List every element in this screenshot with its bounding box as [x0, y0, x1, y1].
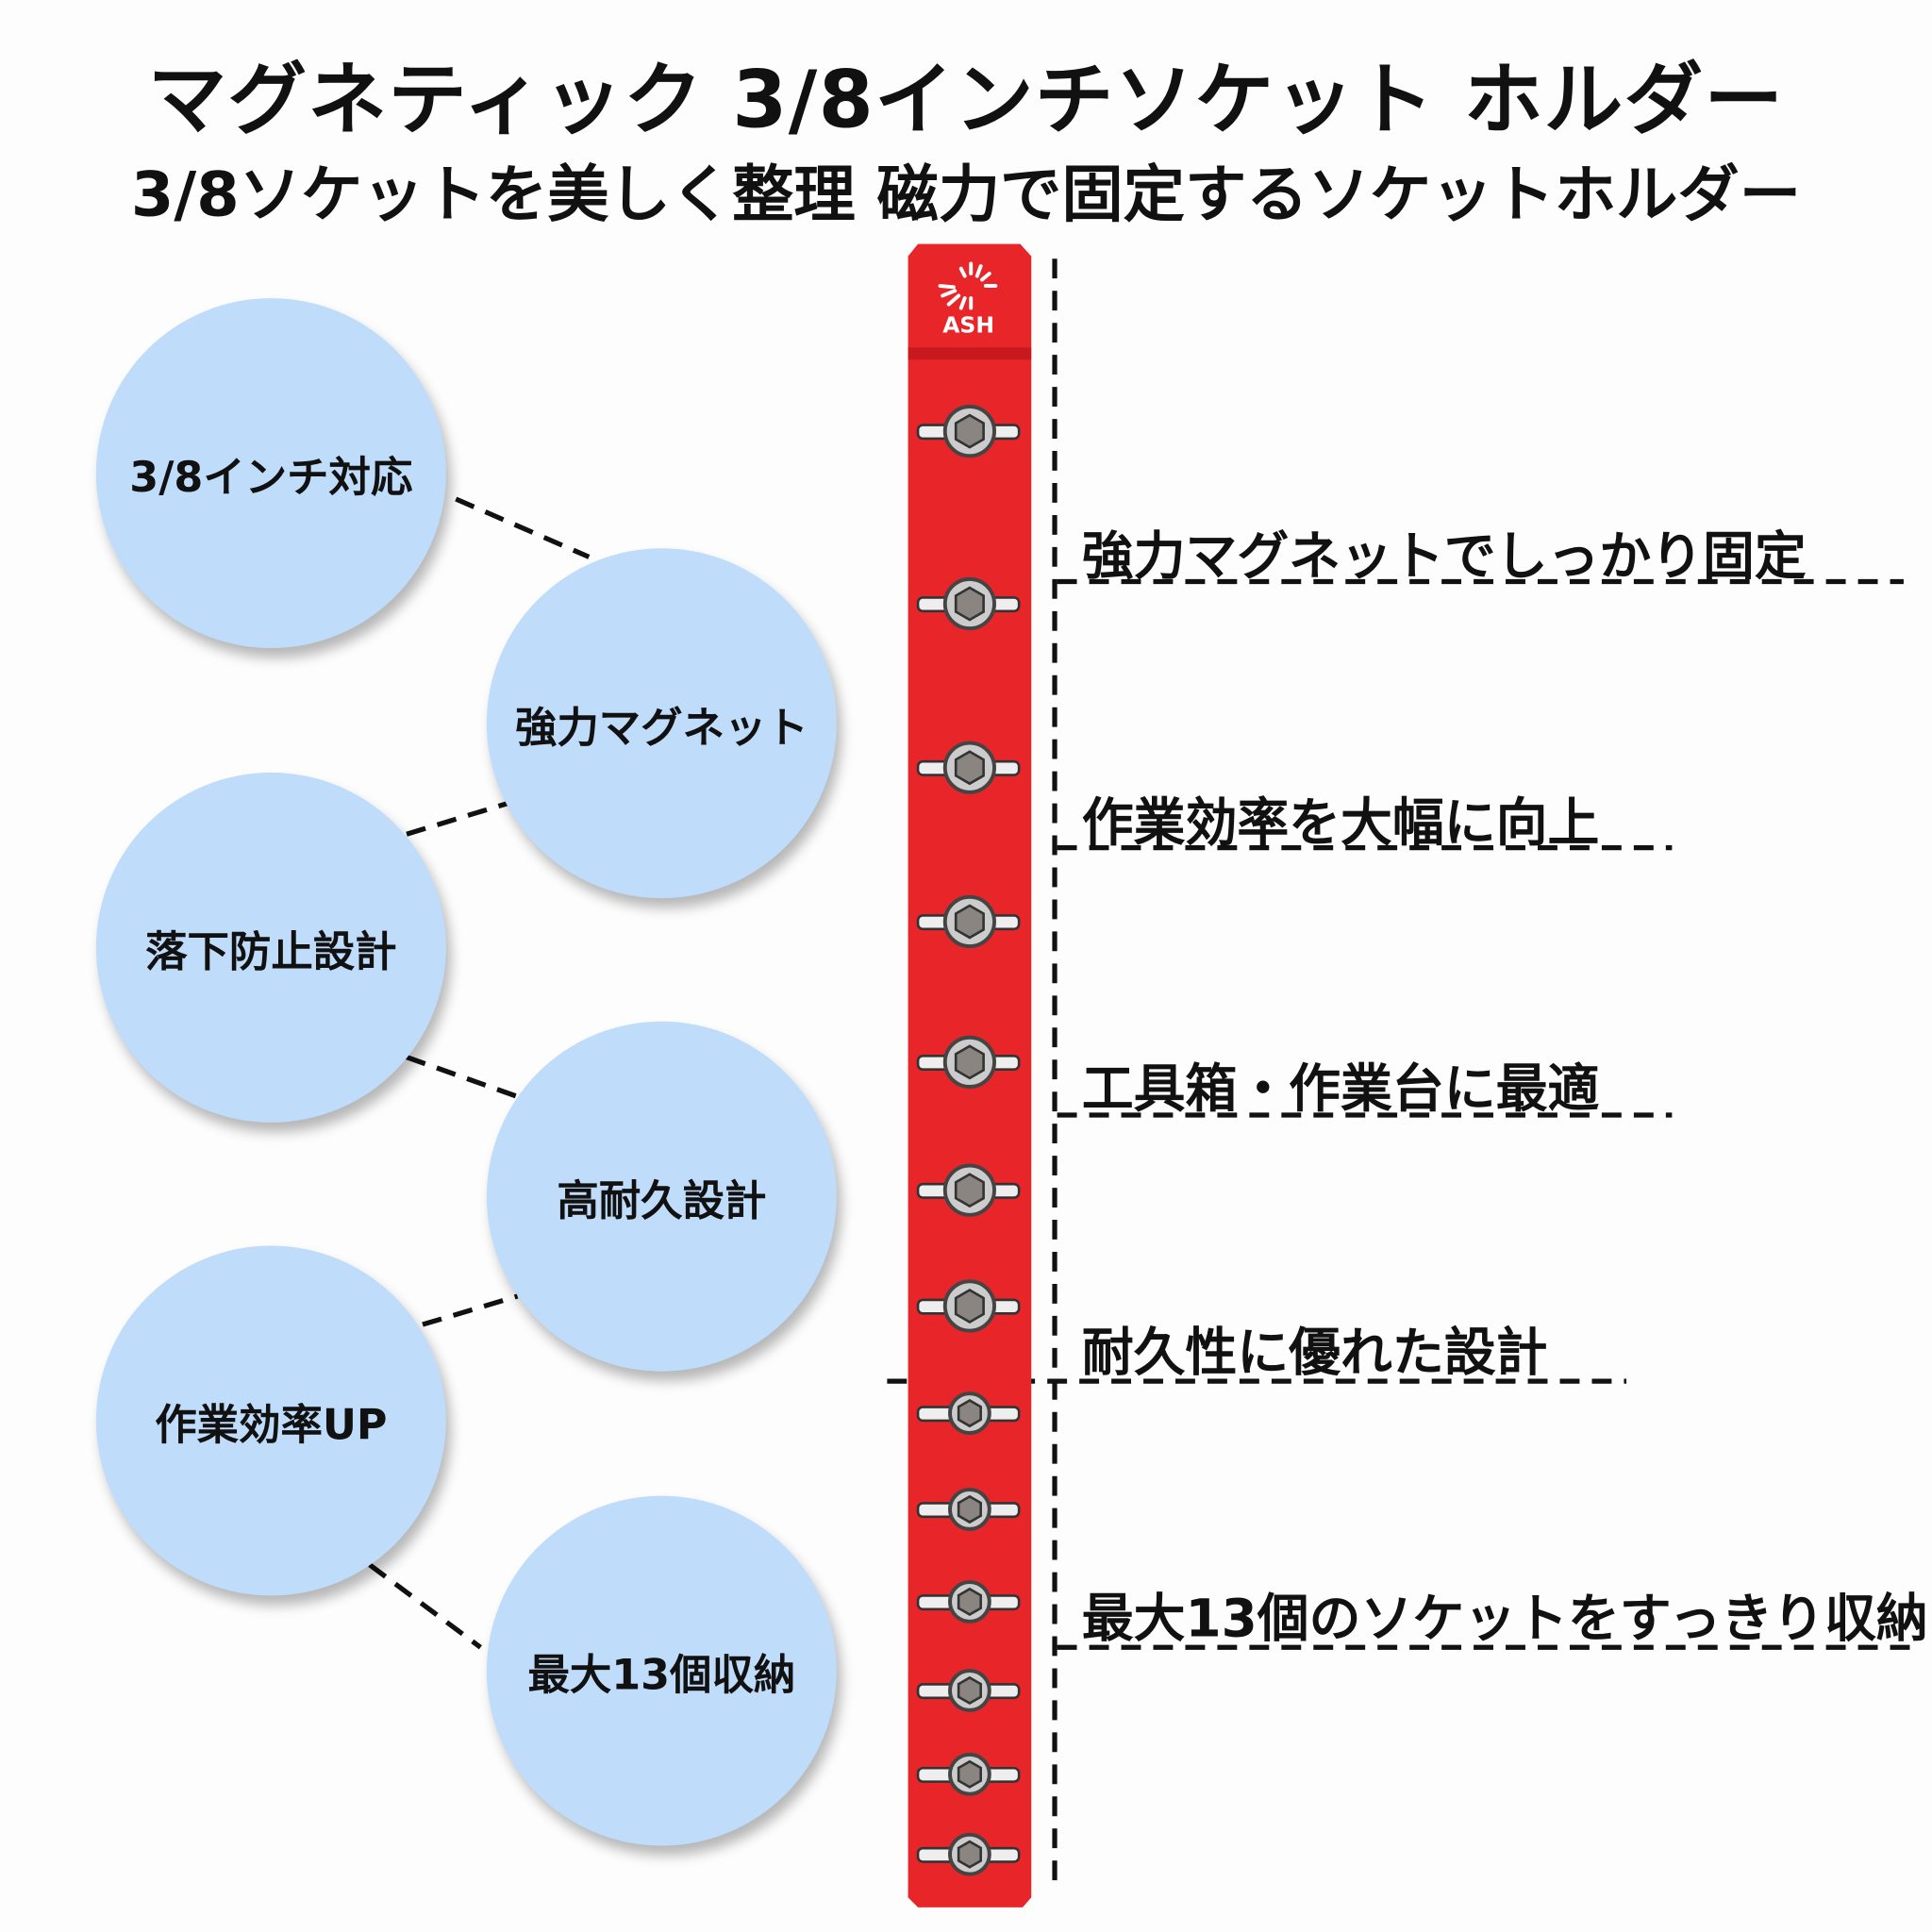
- socket-clip: [916, 576, 1021, 631]
- feature-circle-capacity: 最大13個収納: [486, 1495, 837, 1846]
- socket-clip: [916, 1580, 1021, 1624]
- feature-text: 耐久性に優れた設計: [1081, 1322, 1548, 1383]
- feature-circle-durability: 高耐久設計: [486, 1021, 837, 1372]
- socket-clip: [916, 741, 1021, 794]
- connector-line: [455, 496, 591, 559]
- connector-line: [368, 1562, 482, 1650]
- page-title: マグネティック 3/8インチソケット ホルダー: [147, 55, 1785, 147]
- socket-holder-rail: ASH: [908, 243, 1032, 1907]
- socket-clip: [916, 1669, 1021, 1712]
- feature-circle-3-8-inch: 3/8インチ対応: [95, 298, 446, 649]
- socket-clip: [916, 1391, 1021, 1435]
- socket-clip: [916, 405, 1021, 458]
- socket-clip: [916, 1035, 1021, 1089]
- circle-label: 作業効率UP: [155, 1400, 388, 1450]
- circle-label: 落下防止設計: [145, 926, 397, 977]
- ash-logo: ASH: [938, 261, 998, 339]
- circle-label: 3/8インチ対応: [129, 452, 413, 503]
- connector-line: [422, 1293, 519, 1327]
- circle-label: 強力マグネット: [514, 703, 808, 753]
- socket-clip: [916, 1488, 1021, 1531]
- circle-label: 高耐久設計: [557, 1175, 767, 1225]
- feature-circle-strong-magnet: 強力マグネット: [486, 548, 837, 899]
- feature-text: 工具箱・作業台に最適: [1081, 1058, 1600, 1119]
- connector-line: [406, 1055, 519, 1099]
- socket-clip: [916, 894, 1021, 949]
- socket-clip: [916, 1752, 1021, 1796]
- feature-circle-efficiency: 作業効率UP: [95, 1245, 446, 1596]
- socket-clip: [916, 1279, 1021, 1333]
- circle-label: 最大13個収納: [527, 1650, 796, 1700]
- socket-clip: [916, 1832, 1021, 1876]
- feature-text: 強力マグネットでしっかり固定: [1081, 525, 1807, 587]
- feature-text: 最大13個のソケットをすっきり収納: [1081, 1588, 1928, 1649]
- socket-clip: [916, 1163, 1021, 1217]
- feature-circle-drop-prevention: 落下防止設計: [95, 772, 446, 1123]
- feature-text: 作業効率を大幅に向上: [1081, 791, 1600, 853]
- svg-text:ASH: ASH: [942, 312, 994, 339]
- connector-line: [406, 801, 508, 837]
- page-subtitle: 3/8ソケットを美しく整理 磁力で固定するソケットホルダー: [130, 158, 1802, 231]
